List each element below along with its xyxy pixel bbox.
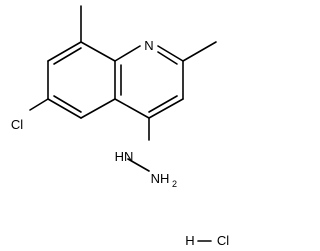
salt-chlorine-label: Cl [217, 233, 229, 248]
bond-n1-c2-double [157, 51, 178, 65]
bond-c3-c4-double [148, 95, 178, 113]
chlorine-atom-label: Cl [11, 117, 23, 132]
bond-c8a-n1 [114, 45, 141, 62]
nitrogen-atom-label: N [144, 38, 153, 53]
bond-c6-c5 [47, 98, 82, 119]
bond-c8-c7-double [53, 47, 82, 65]
bond-c8-c7 [47, 41, 82, 62]
bond-c5-c4a [80, 98, 116, 119]
hydrazine-nh-label: HN [115, 149, 134, 164]
hydrazine-nh2-subscript: 2 [172, 179, 177, 189]
hydrazine-nh2-label: NH [151, 171, 170, 186]
bond-c8a-c8 [80, 41, 116, 62]
bond-c6-cl [29, 98, 49, 111]
salt-hydrogen-label: H [185, 233, 194, 248]
bond-c6-c5-double [53, 95, 82, 113]
bond-c4-c4a [114, 98, 150, 119]
bond-nh-nh2 [127, 158, 150, 172]
bond-c3-c4 [148, 98, 184, 119]
bond-c2-methyl [182, 41, 217, 62]
chemical-structure-diagram: N Cl HN NH 2 H Cl [11, 5, 229, 248]
bond-n1-c2 [157, 45, 184, 62]
